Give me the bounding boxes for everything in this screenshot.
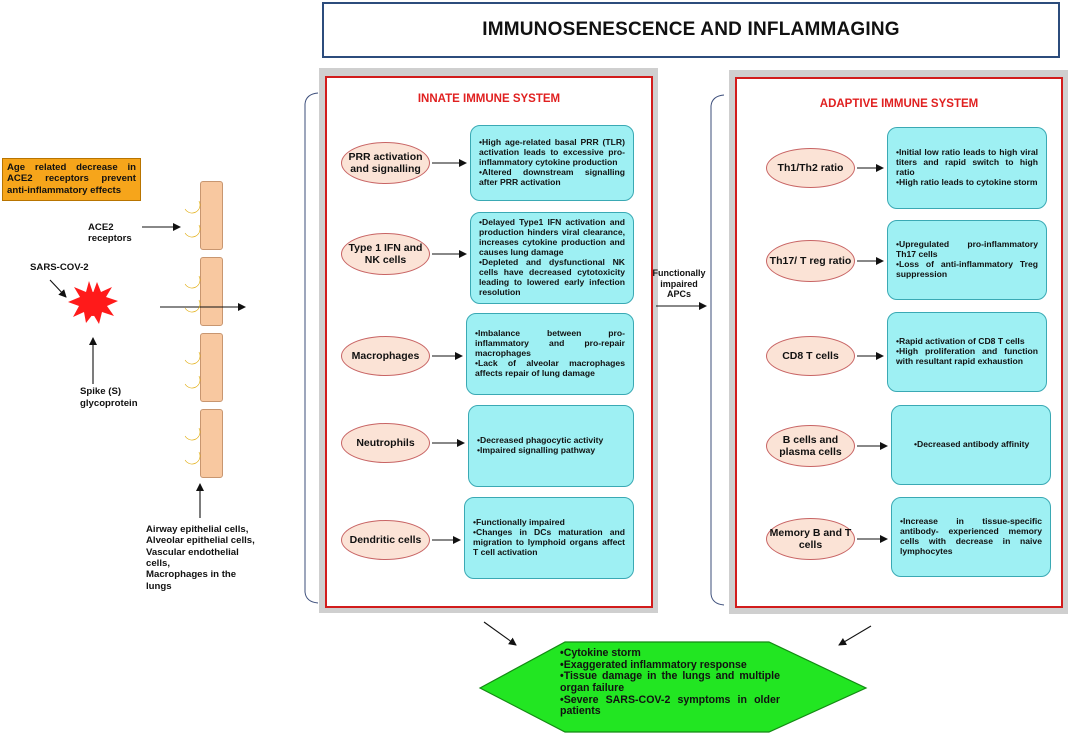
adaptive-description-box: •Increase in tissue-specific antibody- e… — [891, 497, 1051, 577]
spike-label-line2: glycoprotein — [80, 398, 138, 409]
adaptive-oval: B cells and plasma cells — [766, 425, 855, 467]
adaptive-description-box: •Decreased antibody affinity — [891, 405, 1051, 485]
virus-icon — [68, 281, 118, 324]
innate-oval: PRR activation and signalling — [341, 142, 430, 184]
adaptive-bracket — [710, 94, 725, 606]
epithelial-cell — [200, 409, 223, 478]
innate-oval: Neutrophils — [341, 423, 430, 463]
adaptive-panel-title: ADAPTIVE IMMUNE SYSTEM — [819, 98, 979, 110]
innate-description-box: •Delayed Type1 IFN activation and produc… — [470, 212, 634, 304]
epithelial-cell — [200, 333, 223, 402]
adaptive-description-box: •Upregulated pro-inflammatory Th17 cells… — [887, 220, 1047, 300]
adaptive-oval: Th17/ T reg ratio — [766, 240, 855, 282]
arrow — [838, 625, 872, 646]
diagram-title: IMMUNOSENESCENCE AND INFLAMMAGING — [322, 2, 1060, 58]
innate-oval: Type 1 IFN and NK cells — [341, 233, 430, 275]
arrow — [49, 279, 67, 298]
adaptive-description-box: •Initial low ratio leads to high viral t… — [887, 127, 1047, 209]
ace2-decrease-note: Age related decrease in ACE2 receptors p… — [2, 158, 141, 201]
epithelial-cell — [200, 257, 223, 326]
epithelial-cell — [200, 181, 223, 250]
innate-description-box: •Imbalance between pro-inflammatory and … — [466, 313, 634, 395]
adaptive-description-box: •Rapid activation of CD8 T cells •High p… — [887, 312, 1047, 392]
ace2-receptors-label: ACE2 receptors — [88, 222, 132, 245]
innate-description-box: •High age-related basal PRR (TLR) activa… — [470, 125, 634, 201]
innate-oval: Macrophages — [341, 336, 430, 376]
adaptive-oval: CD8 T cells — [766, 336, 855, 376]
virus-label: SARS-COV-2 — [30, 262, 89, 273]
apc-bridge-label: Functionally impaired APCs — [652, 268, 706, 300]
innate-description-box: •Decreased phagocytic activity •Impaired… — [468, 405, 634, 487]
innate-panel-title: INNATE IMMUNE SYSTEM — [417, 93, 561, 105]
adaptive-oval: Memory B and T cells — [766, 518, 855, 560]
innate-description-box: •Functionally impaired •Changes in DCs m… — [464, 497, 634, 579]
innate-bracket — [304, 92, 319, 604]
innate-oval: Dendritic cells — [341, 520, 430, 560]
arrow — [483, 621, 517, 646]
adaptive-oval: Th1/Th2 ratio — [766, 148, 855, 188]
spike-label-line1: Spike (S) — [80, 386, 122, 397]
outcome-text: •Cytokine storm •Exaggerated inflammator… — [560, 647, 780, 718]
cells-label: Airway epithelial cells, Alveolar epithe… — [146, 524, 255, 592]
